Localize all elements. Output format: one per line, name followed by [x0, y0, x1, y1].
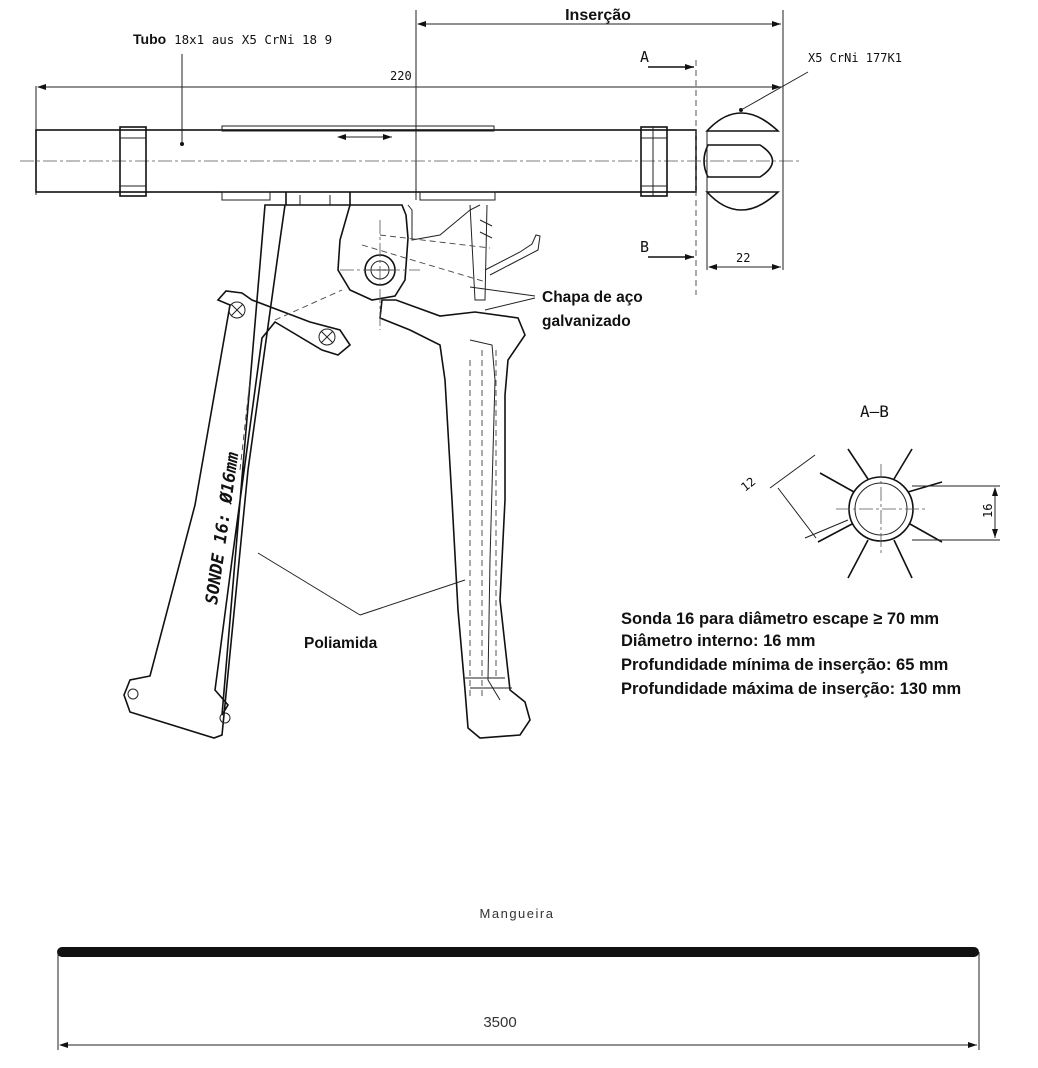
- chapa-label-line1: Chapa de aço: [542, 289, 643, 306]
- note-line-2: Diâmetro interno: 16 mm: [621, 632, 815, 650]
- tube-spec: 18x1 aus X5 CrNi 18 9: [174, 32, 332, 47]
- dim-220-label: 220: [390, 69, 412, 83]
- dim-16-label: 16: [981, 504, 995, 518]
- tip-material-label: X5 CrNi 177K1: [808, 51, 902, 65]
- insertion-label: Inserção: [565, 7, 631, 24]
- hose-label: Mangueira: [480, 906, 555, 921]
- probe-tip: [703, 71, 809, 270]
- note-line-4: Profundidade máxima de inserção: 130 mm: [621, 680, 961, 698]
- dim-22-label: 22: [736, 251, 750, 265]
- trigger-grip: [340, 220, 531, 739]
- tube: [20, 125, 800, 201]
- section-ab-view: [769, 448, 1000, 579]
- insertion-dimension: [415, 10, 784, 200]
- tube-label: Tubo 18x1 aus X5 CrNi 18 9: [133, 31, 332, 47]
- section-b-label: B: [640, 238, 649, 256]
- dim-12-label: 12: [738, 474, 758, 494]
- note-line-1: Sonda 16 para diâmetro escape ≥ 70 mm: [621, 610, 939, 628]
- note-line-3: Profundidade mínima de inserção: 65 mm: [621, 656, 948, 674]
- section-ab-label: A–B: [860, 402, 889, 421]
- hose: [57, 947, 980, 1050]
- poliamida-label: Poliamida: [304, 635, 378, 652]
- probe-handle: [285, 192, 541, 301]
- section-a-label: A: [640, 48, 649, 66]
- tube-label-bold: Tubo: [133, 31, 166, 47]
- dim-3500-label: 3500: [483, 1014, 516, 1031]
- length-dimension-220: [35, 84, 781, 195]
- chapa-label-line2: galvanizado: [542, 313, 631, 330]
- left-leg: [123, 204, 352, 739]
